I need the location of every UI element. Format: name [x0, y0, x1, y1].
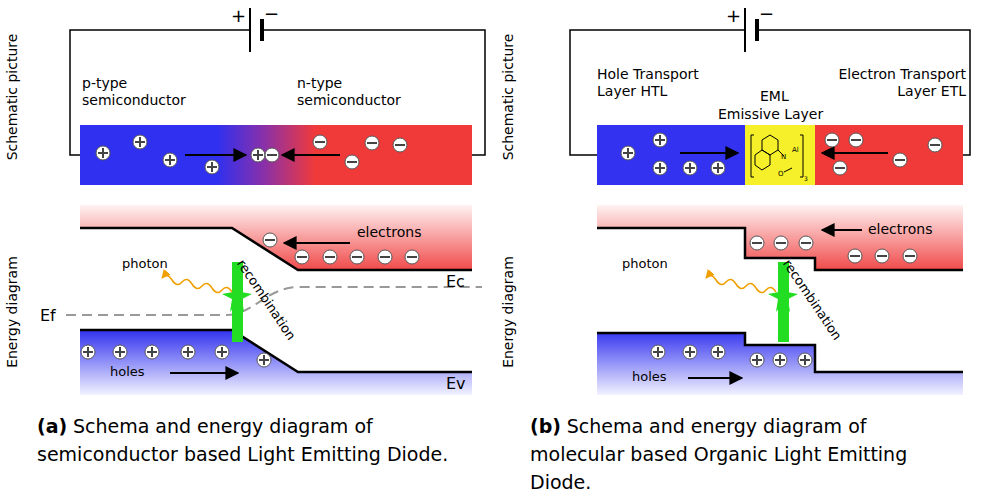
etl-bar	[815, 125, 963, 185]
level-label: Ef	[40, 306, 56, 325]
layer-label: EML	[760, 88, 789, 105]
hole-symbol	[113, 345, 127, 359]
atom-label: Al	[792, 146, 799, 154]
hole-symbol	[773, 353, 787, 367]
electron-symbol	[345, 155, 359, 169]
hole-symbol	[683, 161, 697, 175]
electron-symbol	[825, 133, 839, 147]
electron-symbol	[848, 249, 862, 263]
figure-caption: (b)Schema and energy diagram of molecula…	[530, 412, 950, 496]
electron-arrow	[284, 242, 350, 244]
subscript-label: 3	[804, 175, 808, 182]
electron-symbol	[265, 148, 279, 162]
valence-band	[80, 330, 472, 395]
electron-symbol	[405, 250, 419, 264]
axis-label: Schematic picture	[4, 34, 21, 161]
electron-symbol	[875, 249, 889, 263]
hole-arrow	[680, 152, 738, 154]
axis-label: Schematic picture	[500, 34, 517, 161]
battery-symbol	[250, 8, 262, 52]
hole-symbol	[205, 160, 219, 174]
polarity-sign: −	[264, 3, 279, 25]
layer-label: p-type semiconductor	[82, 75, 212, 109]
photon-wave	[706, 275, 776, 292]
hole-symbol	[653, 133, 667, 147]
hole-symbol	[251, 148, 265, 162]
electron-symbol	[378, 250, 392, 264]
hole-symbol	[651, 345, 665, 359]
hole-symbol	[257, 353, 271, 367]
electron-arrow	[822, 152, 888, 154]
battery-symbol	[745, 8, 757, 52]
hole-symbol	[711, 345, 725, 359]
hole-symbol	[145, 345, 159, 359]
caption-tag: (b)	[530, 415, 561, 437]
level-label: Ec	[446, 272, 465, 291]
layer-label: n-type semiconductor	[297, 75, 427, 109]
electron-arrow	[282, 154, 340, 156]
hole-arrow	[170, 372, 238, 374]
electron-symbol	[393, 138, 407, 152]
hole-symbol	[798, 353, 812, 367]
eml-bar	[745, 125, 815, 185]
hole-symbol	[81, 345, 95, 359]
carrier-label: holes	[110, 364, 145, 380]
electron-symbol	[799, 236, 813, 250]
atom-label: O	[778, 170, 784, 178]
electron-symbol	[833, 161, 847, 175]
electron-symbol	[774, 236, 788, 250]
hole-symbol	[96, 146, 110, 160]
layer-label: Hole Transport Layer HTL	[597, 66, 732, 100]
electron-symbol	[849, 133, 863, 147]
polarity-sign: +	[726, 5, 741, 27]
electron-symbol	[365, 136, 379, 150]
axis-label: Energy diagram	[500, 256, 517, 368]
electron-symbol	[903, 249, 917, 263]
caption-text: Schema and energy diagram of molecular b…	[530, 415, 907, 493]
electron-symbol	[350, 250, 364, 264]
hole-arrow	[185, 154, 246, 156]
electron-symbol	[323, 250, 337, 264]
carrier-label: electrons	[868, 221, 932, 238]
layer-label: Electron Transport Layer ETL	[806, 66, 966, 100]
molecule-symbol	[751, 135, 803, 177]
level-label: Ev	[446, 374, 466, 393]
electron-symbol	[750, 236, 764, 250]
hole-symbol	[215, 345, 229, 359]
hole-symbol	[683, 345, 697, 359]
electron-symbol	[313, 135, 327, 149]
valence-band	[597, 333, 963, 395]
carrier-label: holes	[632, 369, 667, 385]
hole-symbol	[163, 153, 177, 167]
hole-symbol	[133, 135, 147, 149]
figure-caption: (a)Schema and energy diagram of semicond…	[37, 412, 457, 468]
hole-arrow	[688, 377, 742, 379]
polarity-sign: −	[759, 3, 774, 25]
hole-symbol	[181, 345, 195, 359]
electron-symbol	[928, 138, 942, 152]
photon-label: photon	[622, 256, 668, 272]
hole-symbol	[711, 161, 725, 175]
atom-label: N	[781, 153, 786, 161]
layer-label: Emissive Layer	[718, 106, 823, 123]
electron-symbol	[893, 153, 907, 167]
htl-bar	[597, 125, 745, 185]
electron-symbol	[263, 233, 277, 247]
electron-arrow	[822, 229, 862, 231]
hole-symbol	[653, 161, 667, 175]
electron-symbol	[295, 250, 309, 264]
pn-junction-bar	[80, 125, 472, 185]
caption-tag: (a)	[37, 415, 67, 437]
axis-label: Energy diagram	[4, 256, 21, 368]
polarity-sign: +	[231, 5, 246, 27]
caption-text: Schema and energy diagram of semiconduct…	[37, 415, 448, 465]
hole-symbol	[750, 353, 764, 367]
photon-label: photon	[122, 256, 168, 272]
carrier-label: electrons	[357, 224, 421, 241]
photon-wave	[162, 275, 232, 292]
hole-symbol	[621, 146, 635, 160]
